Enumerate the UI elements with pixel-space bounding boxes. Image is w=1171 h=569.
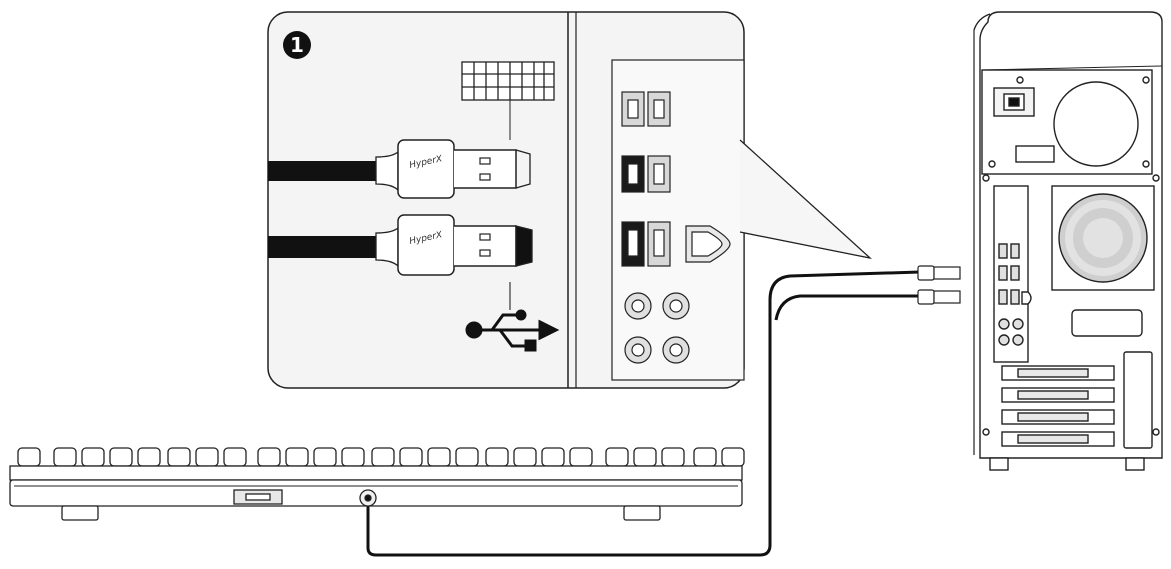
pc-io-ports [998, 243, 1032, 346]
key-row [17, 447, 745, 467]
cable-lower [268, 236, 378, 258]
step-badge: 1 [283, 31, 311, 59]
zoom-callout: 1 [267, 11, 873, 389]
usb-plug-lower: HyperX [268, 214, 533, 276]
keyboard-foot [61, 505, 99, 521]
fan-grille-icon [1058, 193, 1148, 283]
pc-foot [1125, 457, 1145, 471]
usb-plug-upper: HyperX [268, 139, 531, 199]
usb-trident-icon [465, 282, 560, 352]
psu-fan [1053, 81, 1139, 167]
power-socket-icon [993, 87, 1035, 117]
cable-upper [268, 161, 378, 181]
io-plate [611, 59, 745, 381]
io-ports [621, 91, 731, 364]
pc-usb-plugs [917, 265, 961, 305]
keyboard-foot [623, 505, 661, 521]
keyboard-grid-icon [461, 61, 555, 140]
expansion-slots [1001, 365, 1115, 447]
pc-tower [973, 11, 1163, 471]
usb-cables [366, 270, 921, 557]
step-number: 1 [290, 33, 304, 57]
keyboard [9, 447, 745, 521]
pc-foot [989, 457, 1009, 471]
